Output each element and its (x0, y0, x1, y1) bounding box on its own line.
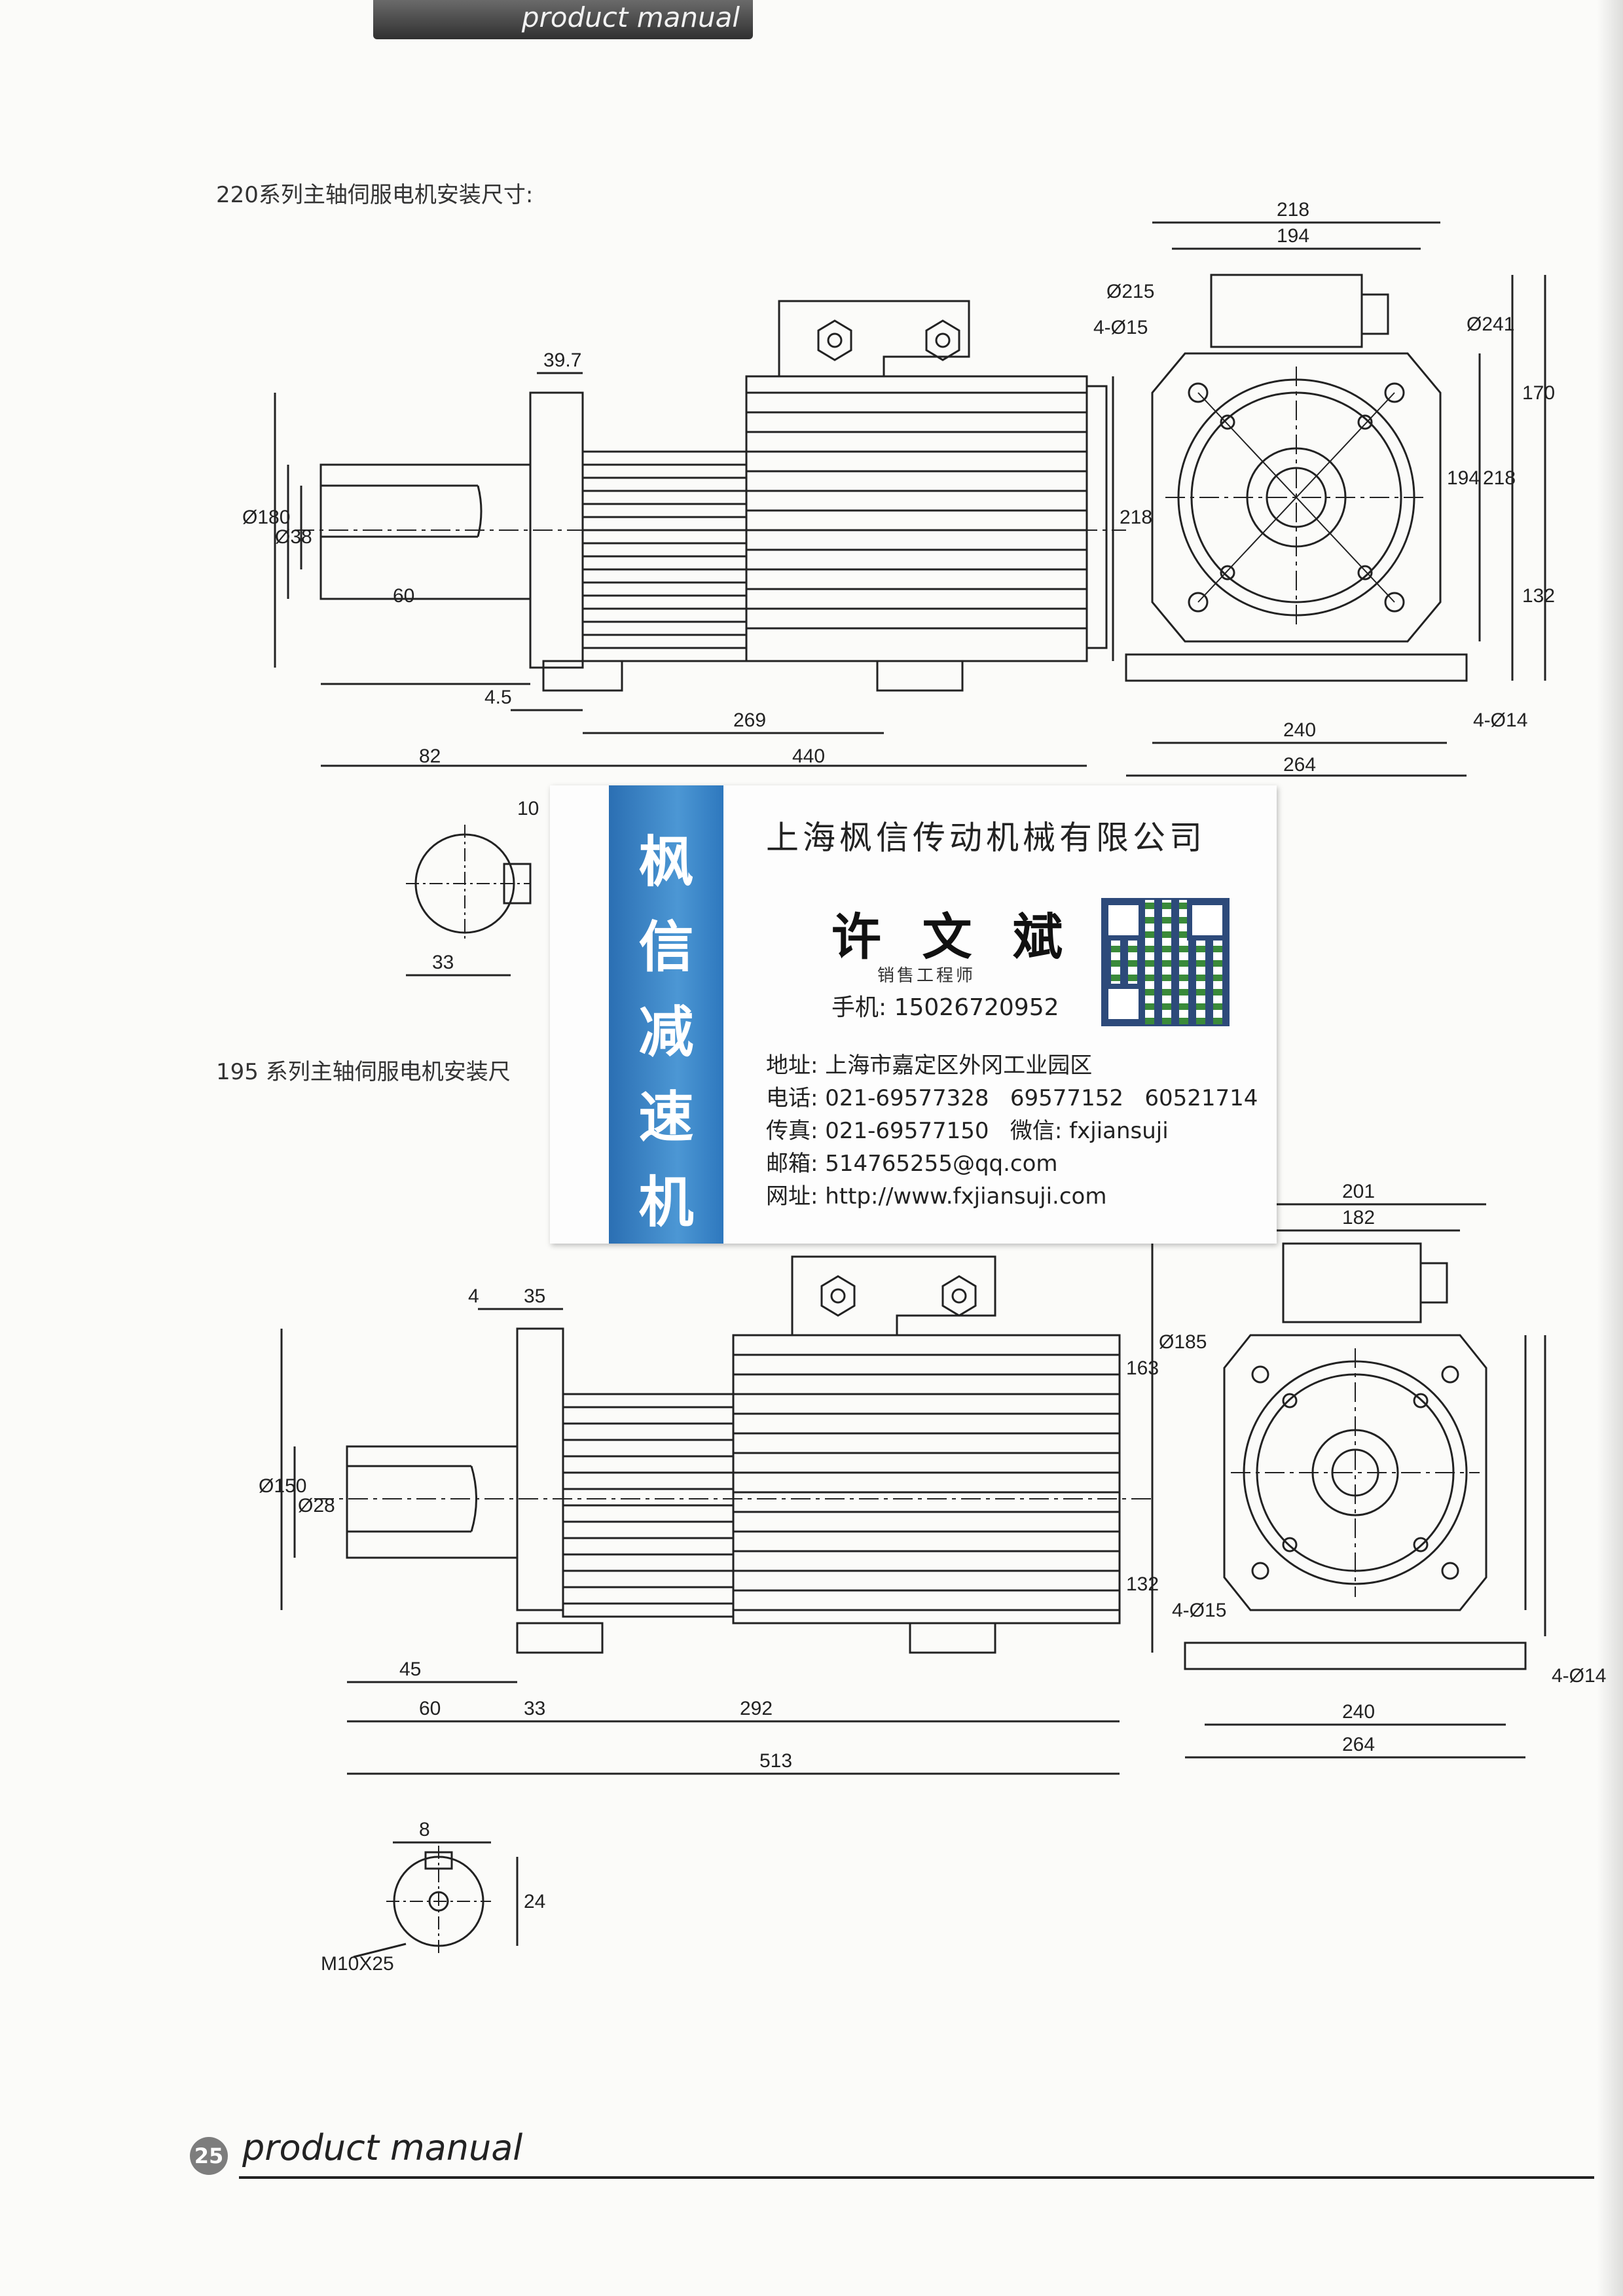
dim-60b: 60 (419, 1698, 441, 1719)
business-card: 枫 信 减 速 机 上海枫信传动机械有限公司 许 文 斌 销售工程师 手机: 1… (550, 785, 1277, 1244)
dim-holes-15b: 4-Ø15 (1172, 1600, 1226, 1621)
card-company: 上海枫信传动机械有限公司 (766, 819, 1206, 857)
dim-shaft-d180: Ø180 (242, 507, 290, 528)
dim-4: 4 (468, 1285, 479, 1307)
dim-440: 440 (792, 745, 825, 767)
dim-base264b: 264 (1342, 1734, 1375, 1755)
dim-w194: 194 (1277, 225, 1309, 247)
dim-h163: 163 (1126, 1357, 1159, 1379)
dim-45: 45 (399, 1659, 421, 1680)
motor2-side-view (280, 1224, 1154, 1775)
dim-33: 33 (524, 1698, 545, 1719)
dim-thread: M10X25 (321, 1953, 394, 1975)
shaft1-section (406, 825, 532, 977)
section2-title: 195 系列主轴伺服电机安装尺 (216, 1059, 511, 1085)
brand-char-5: 机 (638, 1170, 694, 1234)
dim-key10: 10 (517, 798, 539, 819)
card-address: 地址: 上海市嘉定区外冈工业园区 (766, 1052, 1093, 1079)
dim-d215: Ø215 (1106, 281, 1154, 302)
page-edge-shadow (1597, 0, 1623, 2296)
dim-holes-15: 4-Ø15 (1093, 317, 1148, 338)
card-mobile: 手机: 15026720952 (831, 994, 1059, 1021)
dim-h132: 132 (1522, 585, 1555, 607)
dim-shaft-d38: Ø38 (275, 526, 312, 548)
card-role: 销售工程师 (877, 966, 976, 986)
card-brand-band: 枫 信 减 速 机 (609, 785, 723, 1244)
dim-w182: 182 (1342, 1207, 1375, 1229)
page-number: 25 (190, 2137, 228, 2175)
dim-d185: Ø185 (1159, 1331, 1207, 1353)
section1-title: 220系列主轴伺服电机安装尺寸: (216, 182, 534, 208)
card-person-name: 许 文 斌 (831, 908, 1074, 966)
shaft2-section (353, 1841, 519, 1958)
dim-base240: 240 (1283, 719, 1316, 741)
dim-39-7: 39.7 (543, 350, 581, 371)
footer-label: product manual (242, 2127, 523, 2168)
dim-218-side: 218 (1120, 507, 1152, 528)
dim-269: 269 (733, 709, 766, 731)
dim-key24: 24 (524, 1891, 545, 1912)
dim-key33: 33 (432, 952, 454, 973)
brand-char-2: 信 (638, 914, 694, 979)
dim-h170: 170 (1522, 382, 1555, 404)
dim-h194: 194 (1447, 467, 1480, 489)
dim-292: 292 (740, 1698, 773, 1719)
dim-base-holes: 4-Ø14 (1473, 709, 1527, 731)
dim-base264: 264 (1283, 754, 1316, 776)
dim-4-5: 4.5 (484, 687, 512, 708)
dim-h218: 218 (1483, 467, 1516, 489)
dim-60: 60 (393, 585, 414, 607)
dim-513: 513 (759, 1750, 792, 1772)
dim-shaft-d150: Ø150 (259, 1475, 306, 1497)
card-email: 邮箱: 514765255@qq.com (766, 1151, 1058, 1177)
dim-key8: 8 (419, 1819, 430, 1840)
dim-base-holes-b: 4-Ø14 (1552, 1665, 1606, 1687)
motor1-side-view (274, 300, 1126, 767)
dim-w218: 218 (1277, 199, 1309, 221)
dim-base240b: 240 (1342, 1701, 1375, 1723)
header-label: product manual (521, 1, 740, 33)
dim-shaft-d28: Ø28 (298, 1495, 335, 1516)
brand-char-4: 速 (638, 1085, 694, 1149)
motor2-front-view (1184, 1203, 1546, 1759)
motor1-front-view (1125, 221, 1546, 777)
dim-h132b: 132 (1126, 1573, 1159, 1595)
card-website: 网址: http://www.fxjiansuji.com (766, 1183, 1107, 1210)
brand-char-1: 枫 (638, 829, 694, 894)
card-fax: 传真: 021-69577150 微信: fxjiansuji (766, 1118, 1169, 1144)
card-phone: 电话: 021-69577328 69577152 60521714 (766, 1085, 1258, 1111)
header-tab: product manual (373, 0, 753, 39)
qr-code-icon (1101, 898, 1230, 1026)
dim-w201: 201 (1342, 1181, 1375, 1202)
footer-rule (239, 2176, 1594, 2179)
dim-d241: Ø241 (1467, 314, 1514, 335)
dim-35: 35 (524, 1285, 545, 1307)
brand-char-3: 减 (638, 999, 694, 1064)
dim-82: 82 (419, 745, 441, 767)
